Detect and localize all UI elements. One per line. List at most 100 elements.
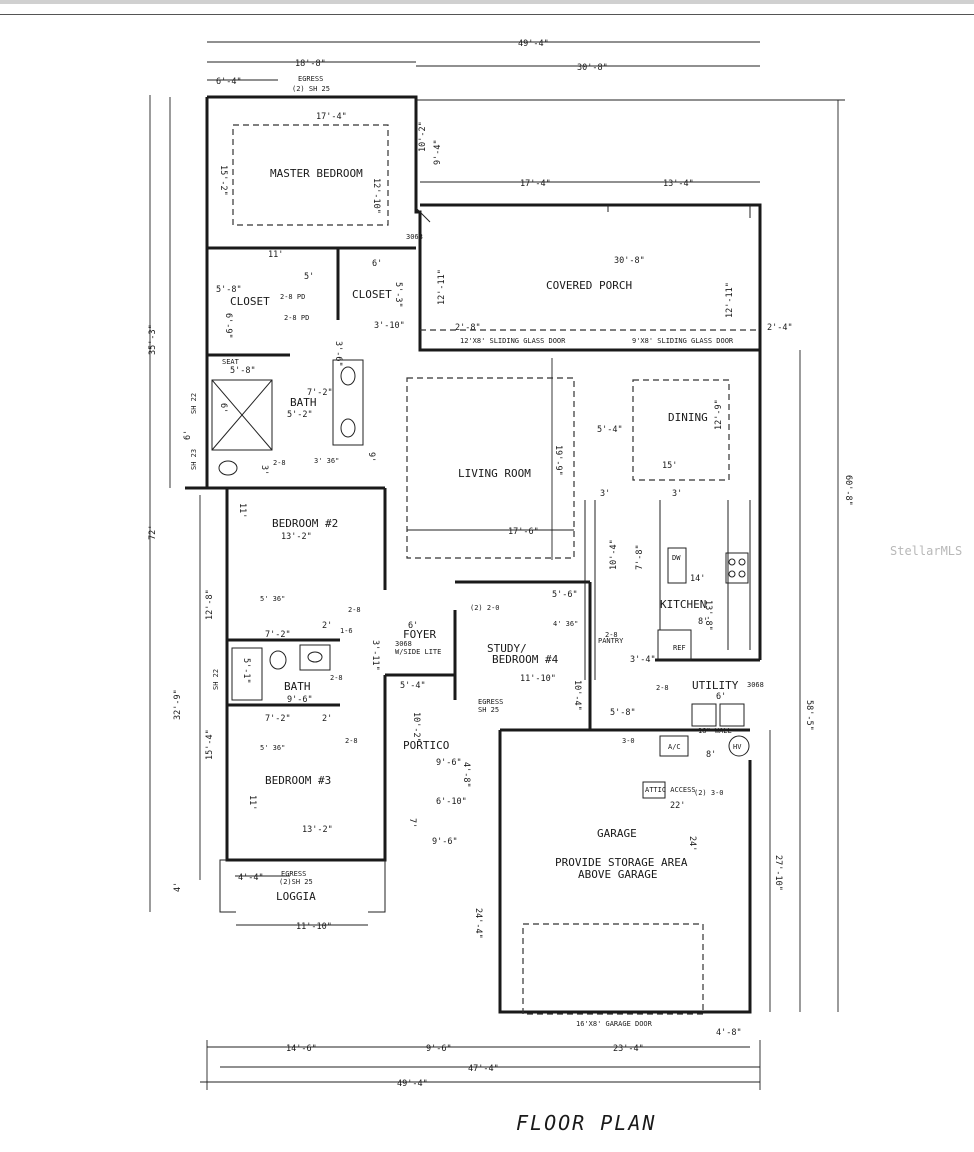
dim-master-12-10: 12'-10"	[371, 178, 381, 214]
room-master-bedroom: MASTER BEDROOM	[270, 167, 363, 180]
sliding-door-9x8: 9'X8' SLIDING GLASS DOOR	[632, 337, 734, 345]
dim-portico-6-10: 6'-10"	[436, 797, 467, 807]
dim-left-72: 72'	[148, 525, 158, 540]
garage-note-line2: ABOVE GARAGE	[578, 868, 657, 881]
dim-kitchen-10-4: 10'-4"	[609, 539, 619, 570]
dashed-zones	[232, 124, 760, 1015]
water-heater-label: HV	[733, 743, 742, 751]
window-sh22-master: SH 22	[190, 393, 198, 414]
egress-bottom-windows: (2)SH 25	[279, 878, 313, 886]
dim-right-27-10: 27'-10"	[773, 855, 783, 891]
room-loggia: LOGGIA	[276, 890, 316, 903]
dim-portico-9-6-top: 9'-6"	[436, 758, 462, 768]
dim-6: 6'	[372, 259, 382, 269]
door-3068-utility: 3068	[747, 681, 764, 689]
foyer-door-side-lite: W/SIDE LITE	[395, 648, 441, 656]
door-2-8-bed3: 2-8	[345, 737, 358, 745]
dim-bath2-9-6: 9'-6"	[287, 695, 313, 705]
egress-top-label: EGRESS	[298, 75, 323, 83]
dim-loggia-11-10: 11'-10"	[296, 922, 332, 932]
dim-portico-4-8: 4'-8"	[461, 762, 471, 788]
dim-shower-6: 6'	[218, 403, 228, 413]
door-2-8-pantry: 2-8	[605, 631, 618, 639]
dim-porch-2-4: 2'-4"	[767, 323, 793, 333]
sliding-door-12x8: 12'X8' SLIDING GLASS DOOR	[460, 337, 566, 345]
dim-master-15-2: 15'-2"	[218, 165, 228, 196]
dim-porch-9-4: 9'-4"	[433, 139, 443, 165]
dim-kitchen-8: 8'	[698, 617, 708, 627]
dimension-text: 49'-4" 18'-8" 30'-8" 6'-4" 17'-4" 12'-10…	[148, 39, 853, 1089]
room-living-room: LIVING ROOM	[458, 467, 531, 480]
dim-porch-30-8: 30'-8"	[614, 256, 645, 266]
room-bath-2: BATH	[284, 680, 311, 693]
dim-bath-9: 9'	[366, 452, 376, 462]
dim-kitchen-3-4: 3'-4"	[630, 655, 656, 665]
dim-portico-9-6-bottom: 9'-6"	[432, 837, 458, 847]
dim-kitchen-14: 14'	[690, 574, 705, 584]
dim-dining-5-4: 5'-4"	[597, 425, 623, 435]
floor-plan-title: FLOOR PLAN	[516, 1111, 656, 1135]
closet-5-36-bed2: 5' 36"	[260, 595, 285, 603]
dim-bottom-23-4: 23'-4"	[613, 1044, 644, 1054]
dim-bottom-49-4: 49'-4"	[397, 1079, 428, 1089]
dim-loggia-4-4: 4'-4"	[238, 873, 264, 883]
refrigerator-label: REF	[673, 644, 686, 652]
dim-bed3-7-2: 7'-2"	[265, 714, 291, 724]
pantry-label: PANTRY	[598, 637, 624, 645]
dim-utility-5-8: 5'-8"	[610, 708, 636, 718]
dim-left-15-4: 15'-4"	[205, 729, 215, 760]
dim-garage-24: 24'	[687, 836, 697, 851]
door-3-0-garage: 3-0	[622, 737, 635, 745]
egress-bottom-label: EGRESS	[281, 870, 306, 878]
room-labels: MASTER BEDROOM COVERED PORCH CLOSET CLOS…	[230, 167, 739, 903]
dim-bed2-13-2: 13'-2"	[281, 532, 312, 542]
dim-left-4: 4'	[173, 882, 183, 892]
dim-dining-15: 15'	[662, 461, 677, 471]
window-sh22-bath: SH 22	[212, 669, 220, 690]
dim-portico-7: 7'	[407, 818, 417, 828]
room-bedroom-3: BEDROOM #3	[265, 774, 331, 787]
shower-seat-label: SEAT	[222, 358, 240, 366]
dim-right-60-8: 60'-8"	[843, 475, 853, 506]
dim-right-58-5: 58'-5"	[804, 700, 814, 731]
room-kitchen: KITCHEN	[660, 598, 706, 611]
dim-bath-7-2: 7'-2"	[307, 388, 333, 398]
dim-study-10-4: 10'-4"	[572, 680, 582, 711]
watermark: StellarMLS	[890, 544, 962, 558]
dim-kitchen-7-8: 7'-8"	[635, 544, 645, 570]
dim-5: 5'	[304, 272, 314, 282]
door-3-0-pair: (2) 3-0	[694, 789, 724, 797]
dim-top-6-4: 6'-4"	[216, 77, 242, 87]
garage-note-line1: PROVIDE STORAGE AREA	[555, 856, 688, 869]
dim-bottom-47-4: 47'-4"	[468, 1064, 499, 1074]
dim-portico-5-4: 5'-4"	[400, 681, 426, 691]
dim-top-30-8: 30'-8"	[577, 63, 608, 73]
ac-unit-label: A/C	[668, 743, 681, 751]
door-2-8-utility: 2-8	[656, 684, 669, 692]
garage-door-16x8: 16'X8' GARAGE DOOR	[576, 1020, 653, 1028]
dim-top-49-4: 49'-4"	[518, 39, 549, 49]
top-edge-bar	[0, 0, 974, 4]
dim-kitchen-13-8: 13'-8"	[703, 600, 713, 631]
dim-top-18-8: 18'-8"	[295, 59, 326, 69]
dim-utility-6: 6'	[716, 692, 726, 702]
room-study-line2: BEDROOM #4	[492, 653, 559, 666]
closet-5-36-bed3: 5' 36"	[260, 744, 285, 752]
dim-porch-12-11-right: 12'-11"	[725, 282, 735, 318]
dim-left-35-3: 35'-3"	[148, 324, 158, 355]
dim-bath-5-2: 5'-2"	[287, 410, 313, 420]
room-master-bath: BATH	[290, 396, 317, 409]
dim-bath-3: 3'	[259, 465, 269, 475]
dim-garage-4-8: 4'-8"	[716, 1028, 742, 1038]
dim-bottom-14-6: 14'-6"	[286, 1044, 317, 1054]
dishwasher-label: DW	[672, 554, 681, 562]
dim-porch-2-8: 2'-8"	[455, 323, 481, 333]
dim-bed3-11: 11'	[247, 795, 257, 810]
attic-access-label: ATTIC ACCESS	[645, 786, 696, 794]
door-2-8-bed2: 2-8	[348, 606, 361, 614]
dim-foyer-3-11: 3'-11"	[370, 640, 380, 671]
dim-kitchen-3-left: 3'	[600, 489, 610, 499]
dim-right-12-9: 12'-9"	[714, 399, 724, 430]
dim-foyer-6: 6'	[408, 621, 418, 631]
